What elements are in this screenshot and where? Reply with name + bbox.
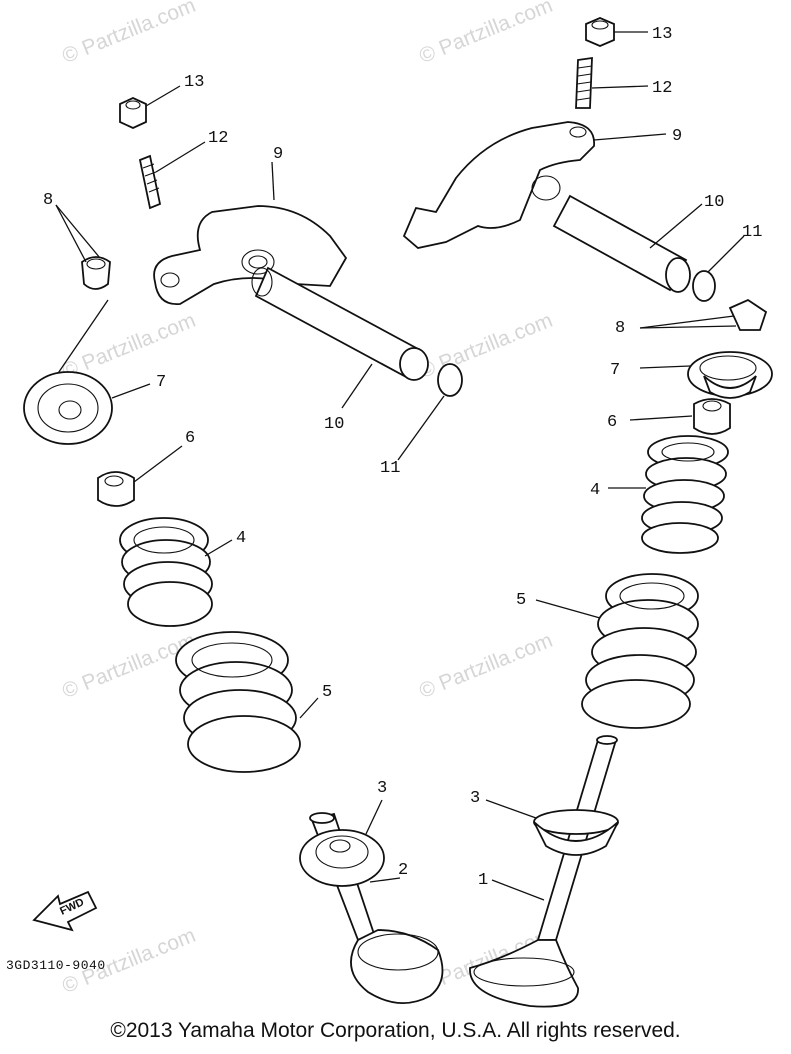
- outer-spring-5-left: [175, 631, 319, 773]
- spring-seat-3-left: [299, 799, 385, 887]
- label-13-left: 13: [184, 73, 204, 92]
- label-13-right: 13: [652, 25, 672, 44]
- label-12-left: 12: [208, 129, 228, 148]
- label-4-left: 4: [236, 529, 246, 548]
- o-ring-11-left: [397, 363, 463, 461]
- rocker-shaft-10-left: [251, 266, 429, 409]
- label-3-left: 3: [377, 779, 387, 798]
- retainer-7-right: [639, 351, 773, 399]
- label-5-right: 5: [516, 591, 526, 610]
- collet-8-left: [49, 204, 111, 386]
- label-10-right: 10: [704, 193, 724, 212]
- label-7-left: 7: [156, 373, 166, 392]
- inner-spring-4-right: [608, 435, 729, 554]
- label-12-right: 12: [652, 79, 672, 98]
- collet-8-right: [639, 298, 768, 331]
- inner-spring-4-left: [119, 517, 233, 627]
- label-3-right: 3: [470, 789, 480, 808]
- valve-1: [469, 735, 618, 1008]
- label-8-right: 8: [615, 319, 625, 338]
- label-6-right: 6: [607, 413, 617, 432]
- label-10-left: 10: [324, 415, 344, 434]
- spring-seat-3-right: [485, 799, 619, 856]
- rocker-shaft-10-right: [552, 194, 703, 293]
- label-11-right: 11: [742, 223, 762, 242]
- nut-13-left: [119, 85, 181, 129]
- nut-13-right: [585, 17, 648, 47]
- adjust-screw-12-right: [575, 56, 649, 109]
- fwd-arrow-icon: FWD: [32, 890, 98, 932]
- adjust-screw-12-left: [138, 141, 206, 210]
- copyright-notice: ©2013 Yamaha Motor Corporation, U.S.A. A…: [110, 1019, 681, 1042]
- outer-spring-5-right: [535, 573, 699, 729]
- label-5-left: 5: [322, 683, 332, 702]
- retainer-7-left: [23, 371, 151, 445]
- o-ring-11-right: [692, 235, 745, 302]
- label-7-right: 7: [610, 361, 620, 380]
- label-2: 2: [398, 861, 408, 880]
- label-6-left: 6: [185, 429, 195, 448]
- label-9-left: 9: [273, 145, 283, 164]
- label-4-right: 4: [590, 481, 600, 500]
- rocker-arm-9-right: [402, 121, 667, 249]
- label-9-right: 9: [672, 127, 682, 146]
- label-11-left: 11: [380, 459, 400, 478]
- label-8-left: 8: [43, 191, 53, 210]
- valve-seal-6-right: [629, 398, 731, 435]
- label-1: 1: [478, 871, 488, 890]
- valve-seal-6-left: [97, 445, 183, 507]
- rocker-arm-9-left: [153, 161, 348, 305]
- diagram-code: 3GD3110-9040: [6, 958, 106, 973]
